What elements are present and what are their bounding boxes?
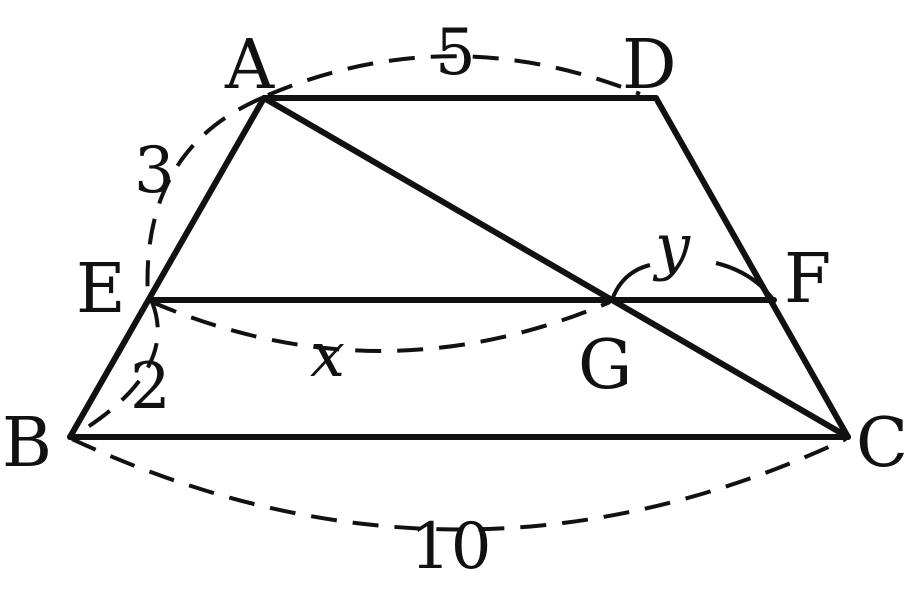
label-angle-y: y <box>652 210 691 283</box>
label-length-BC: 10 <box>410 510 491 584</box>
label-length-AE: 3 <box>134 134 175 208</box>
label-length-EG: x <box>310 318 345 391</box>
angle-mark-F <box>715 261 774 300</box>
dimension-arc-AD <box>267 54 641 97</box>
segment-DC <box>653 95 851 440</box>
diagonal-AC <box>261 95 851 440</box>
label-point-G: G <box>578 326 632 405</box>
dimension-arc-BC <box>71 437 847 532</box>
label-point-A: A <box>224 26 275 105</box>
dimension-arc-EG <box>151 300 611 353</box>
label-point-C: C <box>856 404 908 483</box>
angle-mark-G <box>610 263 651 301</box>
label-length-EB: 2 <box>130 350 171 424</box>
label-point-E: E <box>76 250 126 329</box>
label-point-F: F <box>784 240 831 319</box>
label-point-B: B <box>2 404 52 483</box>
dimension-arc-EB <box>70 301 160 439</box>
segment-AB <box>67 95 267 440</box>
label-length-AD: 5 <box>435 16 476 90</box>
label-point-D: D <box>622 26 677 105</box>
dimension-arc-AE <box>145 96 263 299</box>
